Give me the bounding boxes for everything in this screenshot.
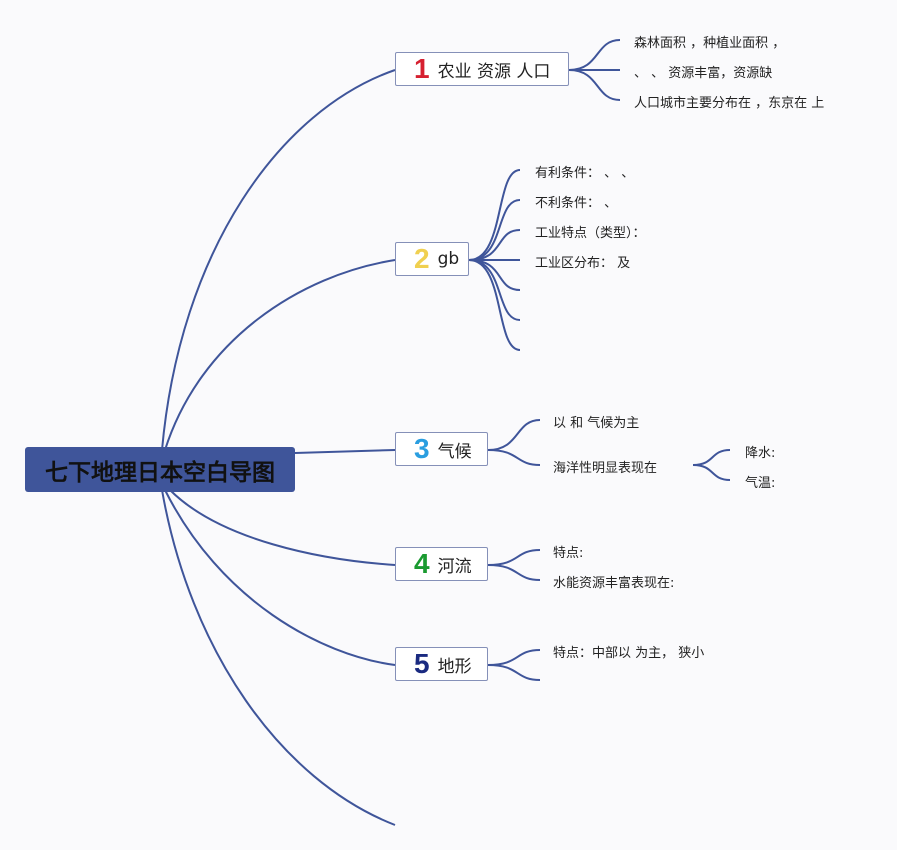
branch-label: 地形 xyxy=(437,656,472,677)
subleaf[interactable]: 降水: xyxy=(745,446,776,461)
branch-industry[interactable]: 2 gb xyxy=(395,242,469,276)
leaf[interactable]: 以 和 气候为主 xyxy=(553,416,640,431)
branch-label: gb xyxy=(437,249,460,269)
branch-terrain[interactable]: 5 地形 xyxy=(395,647,488,681)
branch-label: 河流 xyxy=(437,556,472,577)
branch-rivers[interactable]: 4 河流 xyxy=(395,547,488,581)
leaf[interactable]: 特点: xyxy=(553,546,584,561)
branch-agriculture[interactable]: 1 农业 资源 人口 xyxy=(395,52,569,86)
branch-climate[interactable]: 3 气候 xyxy=(395,432,488,466)
leaf[interactable]: 特点：中部以 为主， 狭小 xyxy=(553,646,705,661)
number-icon-1: 1 xyxy=(414,53,430,84)
leaf[interactable]: 森林面积 ，种植业面积 ， xyxy=(634,36,786,51)
branch-label: 农业 资源 人口 xyxy=(437,61,551,82)
leaf[interactable]: 水能资源丰富表现在: xyxy=(553,576,675,591)
leaf[interactable]: 海洋性明显表现在 xyxy=(553,461,658,476)
number-icon-5: 5 xyxy=(414,648,430,679)
number-icon-4: 4 xyxy=(414,548,430,579)
root-node[interactable]: 七下地理日本空白导图 xyxy=(25,447,295,492)
number-icon-2: 2 xyxy=(414,243,430,274)
subleaf[interactable]: 气温: xyxy=(745,476,776,491)
leaf[interactable]: 有利条件： 、 、 xyxy=(535,166,635,181)
number-icon-3: 3 xyxy=(414,433,430,464)
leaf[interactable]: 人口城市主要分布在 ，东京在 上 xyxy=(634,96,825,111)
branch-label: 气候 xyxy=(437,441,472,462)
root-title: 七下地理日本空白导图 xyxy=(45,459,275,486)
leaf[interactable]: 、 、 资源丰富，资源缺 xyxy=(634,66,773,81)
leaf[interactable]: 工业特点（类型）： xyxy=(535,226,646,241)
leaf[interactable]: 不利条件： 、 xyxy=(535,196,618,211)
leaf[interactable]: 工业区分布： 及 xyxy=(535,256,631,271)
